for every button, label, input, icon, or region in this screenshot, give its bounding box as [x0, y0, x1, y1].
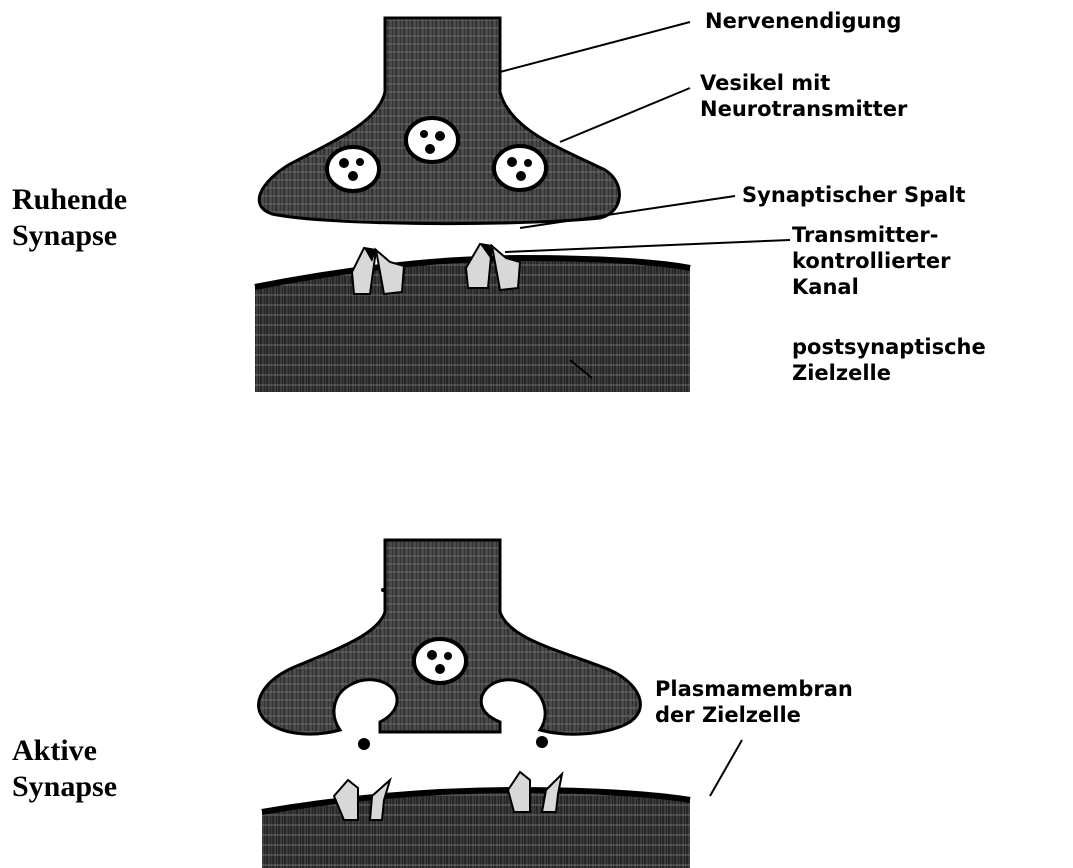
callout-text: postsynaptische — [792, 334, 986, 360]
resting-synapse-label: Ruhende Synapse — [12, 182, 127, 254]
side-label-line: Ruhende — [12, 182, 127, 218]
side-label-line: Synapse — [12, 218, 127, 254]
vesicle-icon — [327, 147, 379, 191]
transmitter-drop-icon — [536, 736, 548, 748]
callout-text: Transmitter- — [792, 222, 950, 248]
presynaptic-terminal — [259, 540, 641, 734]
callout-text: Kanal — [792, 274, 950, 300]
leader-line — [710, 740, 742, 796]
membrane-callout: Plasmamembran der Zielzelle — [655, 676, 853, 728]
callout-text: Nervenendigung — [705, 8, 901, 34]
active-synapse-label: Aktive Synapse — [12, 733, 117, 805]
callout-text: der Zielzelle — [655, 702, 853, 728]
side-label-line: Aktive — [12, 733, 117, 769]
callout-text: Synaptischer Spalt — [742, 182, 966, 208]
callout-text: Plasmamembran — [655, 676, 853, 702]
callout-text: Neurotransmitter — [700, 96, 907, 122]
callout-text: Zielzelle — [792, 360, 986, 386]
side-label-line: Synapse — [12, 769, 117, 805]
vesicle-callout: Vesikel mit Neurotransmitter — [700, 70, 907, 122]
synaptic-cleft-callout: Synaptischer Spalt — [742, 182, 966, 208]
callout-text: Vesikel mit — [700, 70, 907, 96]
channel-callout: Transmitter- kontrollierter Kanal — [792, 222, 950, 300]
vesicle-icon — [406, 118, 458, 162]
vesicle-icon — [494, 146, 546, 190]
nerve-ending-callout: Nervenendigung — [705, 8, 901, 34]
transmitter-drop-icon — [358, 738, 370, 750]
callout-text: kontrollierter — [792, 248, 950, 274]
vesicle-icon — [414, 639, 466, 683]
target-cell-callout: postsynaptische Zielzelle — [792, 334, 986, 386]
